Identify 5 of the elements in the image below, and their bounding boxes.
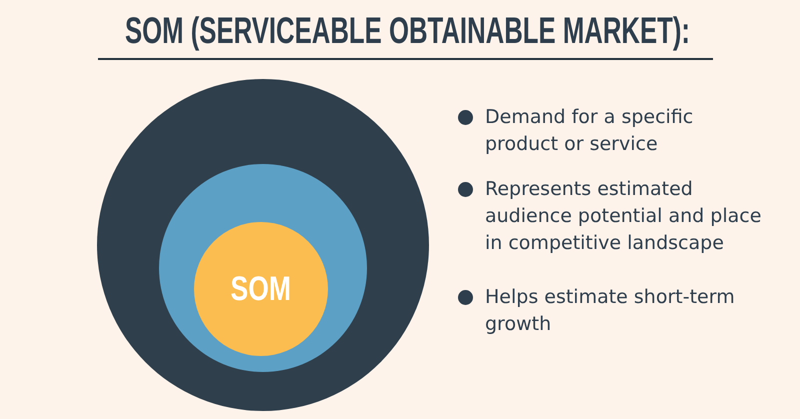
bullet-text: Demand for a specific product or service: [485, 105, 694, 157]
bullet-text: Helps estimate short-term growth: [485, 285, 736, 337]
circle-label: SOM: [230, 270, 292, 308]
title: SOM (SERVICEABLE OBTAINABLE MARKET):: [124, 10, 690, 52]
bullet-text: Represents estimated audience potential and place in competitive landscape: [485, 177, 762, 256]
